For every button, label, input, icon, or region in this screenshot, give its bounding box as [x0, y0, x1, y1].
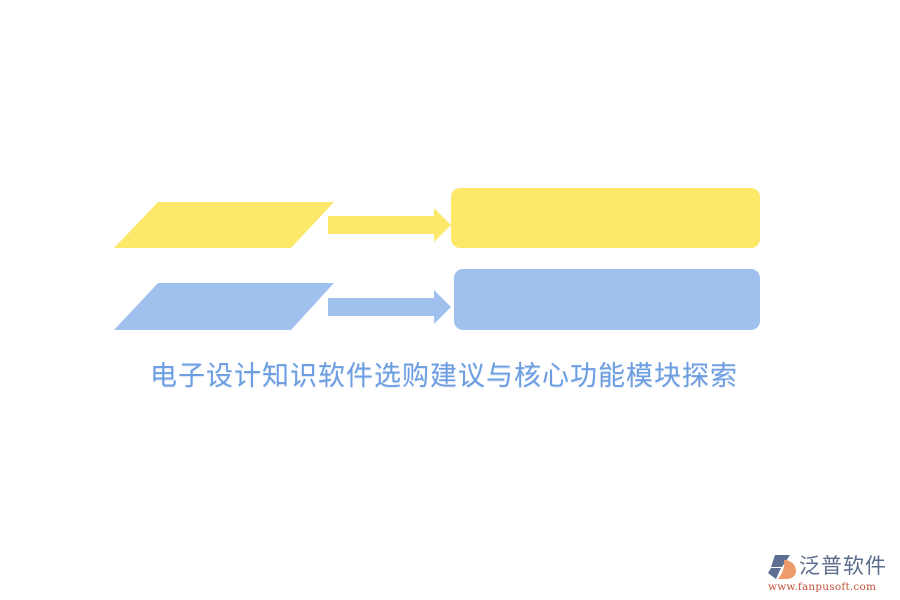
title-text: 电子设计知识软件选购建议与核心功能模块探索 — [150, 361, 738, 392]
arrow-right-icon — [328, 290, 451, 324]
input-parallelogram-2 — [114, 283, 334, 330]
flow-row-1 — [114, 188, 760, 248]
logo-url: www.fanpusoft.com — [768, 581, 877, 593]
output-box-1 — [451, 188, 760, 248]
arrow-right-icon — [328, 208, 451, 242]
output-box-2 — [454, 269, 760, 330]
fanpu-logo-icon — [768, 555, 796, 579]
diagram-title: 电子设计知识软件选购建议与核心功能模块探索 — [0, 358, 900, 396]
input-parallelogram-1 — [114, 202, 334, 248]
logo-name: 泛普软件 — [799, 554, 887, 578]
flow-row-2 — [114, 269, 760, 330]
brand-logo: 泛普软件 www.fanpusoft.com — [768, 552, 893, 596]
